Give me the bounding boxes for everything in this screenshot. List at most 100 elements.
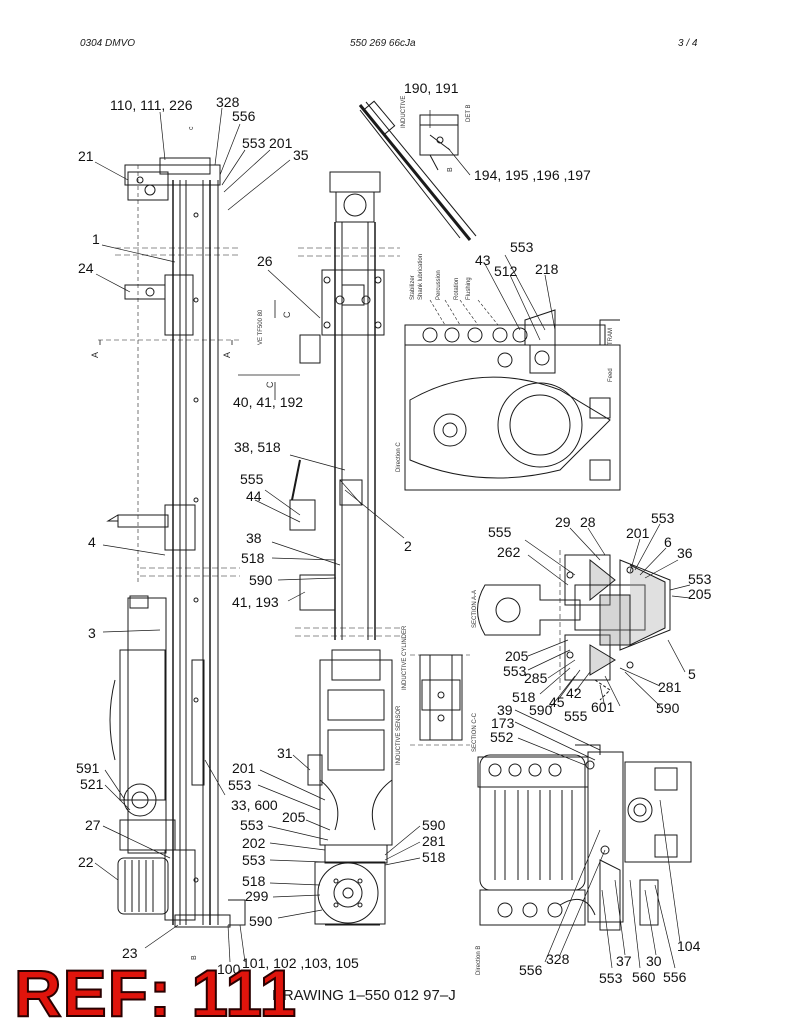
part-label: 41, 193 — [232, 594, 279, 610]
part-label: 35 — [293, 147, 309, 163]
part-label: 205 — [505, 648, 529, 664]
vtext-shank-lubrication: Shank lubrication — [418, 254, 424, 300]
part-label: 555 — [564, 708, 588, 724]
part-label: 281 — [658, 679, 682, 695]
part-label: 104 — [677, 938, 701, 954]
vtext-direction-b: Direction B — [476, 946, 482, 975]
part-label: 518 — [512, 689, 536, 705]
part-label: 31 — [277, 745, 293, 761]
part-label: 27 — [85, 817, 101, 833]
part-label: 22 — [78, 854, 94, 870]
part-label: 39 — [497, 702, 513, 718]
part-label: 43 — [475, 252, 491, 268]
direction-b-view — [477, 744, 692, 931]
part-label: 194, 195 ,196 ,197 — [474, 167, 591, 183]
part-label: 328 — [546, 951, 570, 967]
section-letter-c-top: C — [282, 311, 292, 318]
section-letter-b-left: B — [191, 955, 198, 960]
part-label: 512 — [494, 263, 518, 279]
part-label: 38, 518 — [234, 439, 281, 455]
part-label: 521 — [80, 776, 104, 792]
part-label: 3 — [88, 625, 96, 641]
vtext-inductive: INDUCTIVE — [401, 96, 407, 128]
part-label: 555 — [240, 471, 264, 487]
part-label: 23 — [122, 945, 138, 961]
part-label: 218 — [535, 261, 559, 277]
header-part-number: 550 269 66cJa — [350, 38, 416, 49]
part-label: 553 — [651, 510, 675, 526]
part-label: 2 — [404, 538, 412, 554]
vtext-section-c-c: SECTION C-C — [472, 712, 478, 752]
part-label: 556 — [663, 969, 687, 985]
drawing-caption: DRAWING 1–550 012 97–J — [272, 987, 456, 1004]
part-label: 556 — [519, 962, 543, 978]
header-page-number: 3 / 4 — [678, 38, 698, 49]
part-label: 518 — [242, 873, 266, 889]
detail-b-inductive — [358, 100, 477, 241]
part-label: 36 — [677, 545, 693, 561]
part-label: 6 — [664, 534, 672, 550]
part-label: 328 — [216, 94, 240, 110]
part-label: 44 — [246, 488, 262, 504]
part-label: 590 — [249, 572, 273, 588]
vtext-stabilizer: Stabilizer — [410, 275, 416, 300]
part-label: 590 — [529, 702, 553, 718]
section-letter-a-left: A — [90, 352, 100, 358]
part-label: 555 — [488, 524, 512, 540]
part-label: 190, 191 — [404, 80, 459, 96]
part-label: 37 — [616, 953, 632, 969]
part-label: 553 — [242, 135, 266, 151]
section-letter-c-bottom: C — [265, 381, 275, 388]
part-label: 518 — [422, 849, 446, 865]
header-doc-code: 0304 DMVO — [80, 38, 136, 49]
part-label: 5 — [688, 666, 696, 682]
part-label: 173 — [491, 715, 515, 731]
vtext-section-a-a: SECTION A-A — [472, 590, 478, 628]
vtext-tram: TRAM — [608, 328, 614, 345]
part-label: 601 — [591, 699, 615, 715]
part-label: 553 — [228, 777, 252, 793]
direction-c-view — [404, 299, 621, 491]
part-label: 38 — [246, 530, 262, 546]
part-label: 590 — [422, 817, 446, 833]
vtext-direction-c: Direction C — [396, 442, 402, 472]
part-label: 30 — [646, 953, 662, 969]
vtext-inductive-cylinder: INDUCTIVE CYLINDER — [402, 625, 408, 690]
part-label: 33, 600 — [231, 797, 278, 813]
part-label: 201 — [232, 760, 256, 776]
part-label: 591 — [76, 760, 100, 776]
part-label: 21 — [78, 148, 94, 164]
vtext-det-b: DET B — [466, 104, 472, 122]
section-letter-b-top: B — [447, 167, 454, 172]
feed-beam-front-view — [98, 157, 246, 928]
part-label: 553 — [599, 970, 623, 986]
part-label: 45 — [549, 694, 565, 710]
part-label: 553 — [688, 571, 712, 587]
vtext-flushing: Flushing — [466, 277, 472, 300]
feed-beam-side-view — [289, 171, 400, 926]
part-label: 110, 111, 226 — [110, 97, 193, 113]
vtext-ve-tfs: VE TF500 80 — [258, 309, 264, 345]
part-label: 205 — [688, 586, 712, 602]
part-label: 553 — [510, 239, 534, 255]
part-label: 42 — [566, 685, 582, 701]
vtext-inductive-sensor: INDUCTIVE SENSOR — [396, 705, 402, 765]
vtext-feed: Feed — [608, 368, 614, 382]
part-label: 553 — [240, 817, 264, 833]
part-label: 4 — [88, 534, 96, 550]
part-label: 29 — [555, 514, 571, 530]
part-label: 556 — [232, 108, 256, 124]
part-label: 285 — [524, 670, 548, 686]
part-label: 201 — [626, 525, 650, 541]
ref-stamp: REF: 111 — [13, 956, 298, 1030]
part-label: 590 — [656, 700, 680, 716]
vtext-percussion: Percussion — [436, 270, 442, 300]
part-label: 553 — [503, 663, 527, 679]
part-label: 201 — [269, 135, 293, 151]
part-label: 202 — [242, 835, 266, 851]
part-label: 518 — [241, 550, 265, 566]
part-label: 100 — [217, 961, 241, 977]
part-label: 205 — [282, 809, 306, 825]
section-a-a-view — [477, 550, 671, 701]
leader-lines — [94, 107, 691, 969]
